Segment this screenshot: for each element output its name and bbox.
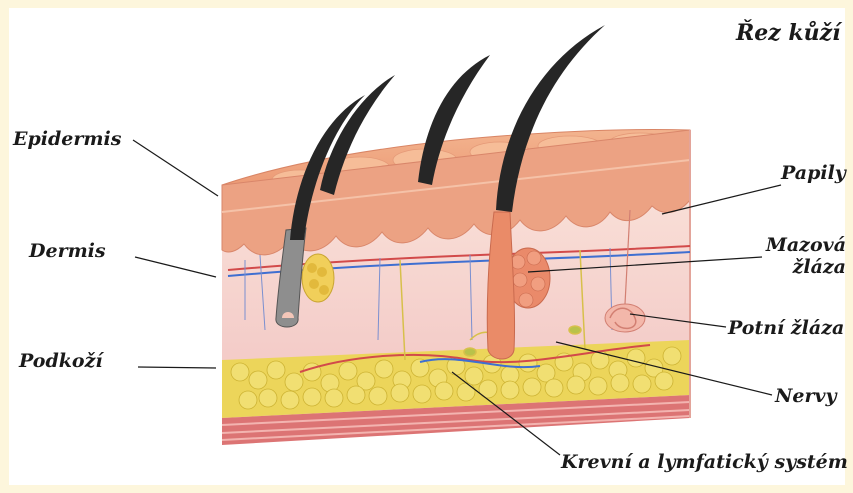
hair-follicle-right	[487, 212, 514, 359]
label-epidermis: Epidermis	[13, 128, 121, 150]
diagram-title: Řez kůží	[736, 22, 841, 44]
label-nervy: Nervy	[775, 385, 837, 407]
label-potni-zlaza: Potní žláza	[728, 317, 844, 339]
label-mazova-zlaza: Mazová žláza	[762, 234, 846, 278]
sebaceous-gland-left	[302, 254, 334, 302]
label-krevni-lymfaticky-system: Krevní a lymfatický systém	[561, 451, 848, 473]
label-dermis: Dermis	[29, 240, 106, 262]
label-mazova-line2: žláza	[762, 256, 846, 278]
label-mazova-line1: Mazová	[762, 234, 846, 256]
label-papily: Papily	[781, 162, 846, 184]
label-podkozi: Podkoží	[19, 350, 103, 372]
